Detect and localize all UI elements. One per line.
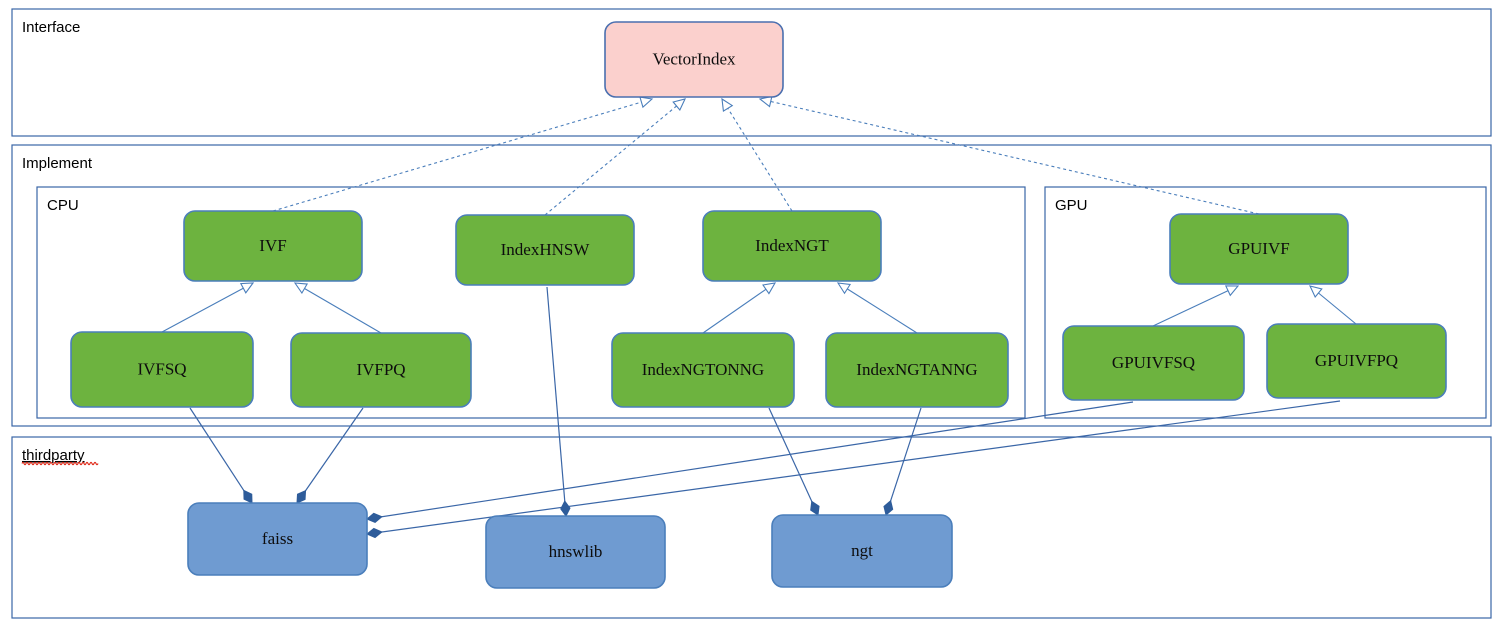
arrowhead-filled-diamond-e-hnswlib-hnsw <box>560 500 571 517</box>
arrowhead-hollow-triangle-e-ngt-vi <box>721 97 734 113</box>
container-label-implement: Implement <box>22 155 93 172</box>
node-box-indexngtonng[interactable] <box>611 332 795 408</box>
edge-e-gpq-gpuivf <box>1317 291 1357 325</box>
arrowhead-filled-diamond-e-faiss-gsq <box>366 512 383 523</box>
node-label-faiss: faiss <box>262 529 293 548</box>
node-box-indexngt[interactable] <box>702 210 882 282</box>
node-box-indexhnsw[interactable] <box>455 214 635 286</box>
edge-e-hnsw-vi <box>544 104 678 216</box>
node-box-ngt[interactable] <box>771 514 953 588</box>
arrowhead-hollow-triangle-e-ivf-vi <box>639 96 654 109</box>
edge-e-ivf-vi <box>272 101 643 212</box>
node-box-hnswlib[interactable] <box>485 515 666 589</box>
edge-e-hnswlib-hnsw <box>546 286 566 503</box>
arrowhead-hollow-triangle-e-ivfpq-ivf <box>293 282 309 295</box>
edge-e-faiss-gsq <box>380 401 1134 518</box>
container-label-interface: Interface <box>22 19 80 36</box>
edge-e-faiss-ivfpq <box>304 407 364 492</box>
spellcheck-underline-thirdparty <box>21 461 99 466</box>
container-label-gpu: GPU <box>1055 197 1088 214</box>
edge-e-gsq-gpuivf <box>1152 289 1230 327</box>
node-indexhnsw[interactable]: IndexHNSW <box>455 214 635 286</box>
node-box-vectorindex[interactable] <box>604 21 784 98</box>
node-box-indexngtanng[interactable] <box>825 332 1009 408</box>
edge-e-ngt-anng <box>889 407 922 502</box>
arrowhead-filled-diamond-e-ngt-anng <box>883 499 894 516</box>
node-faiss[interactable]: faiss <box>187 502 368 576</box>
edge-e-faiss-gpq <box>380 400 1341 533</box>
node-label-ivfpq: IVFPQ <box>356 360 405 379</box>
node-label-indexngtanng: IndexNGTANNG <box>856 360 977 379</box>
node-gpuivf[interactable]: GPUIVF <box>1169 213 1349 285</box>
node-indexngt[interactable]: IndexNGT <box>702 210 882 282</box>
node-label-ivfsq: IVFSQ <box>137 359 186 378</box>
node-label-gpuivf: GPUIVF <box>1228 239 1289 258</box>
edge-e-anng-ngt <box>846 287 918 334</box>
arrowhead-filled-diamond-e-faiss-gpq <box>366 527 383 539</box>
node-label-hnswlib: hnswlib <box>549 542 603 561</box>
edge-e-faiss-ivfsq <box>189 407 245 492</box>
node-box-ivfsq[interactable] <box>70 331 254 408</box>
node-ivf[interactable]: IVF <box>183 210 363 282</box>
node-gpuivfsq[interactable]: GPUIVFSQ <box>1062 325 1245 401</box>
node-ivfsq[interactable]: IVFSQ <box>70 331 254 408</box>
node-indexngtonng[interactable]: IndexNGTONNG <box>611 332 795 408</box>
arrowhead-hollow-triangle-e-anng-ngt <box>836 282 852 295</box>
node-hnswlib[interactable]: hnswlib <box>485 515 666 589</box>
node-box-gpuivfpq[interactable] <box>1266 323 1447 399</box>
node-ivfpq[interactable]: IVFPQ <box>290 332 472 408</box>
arrowhead-hollow-triangle-e-gsq-gpuivf <box>1224 285 1240 297</box>
arrowhead-hollow-triangle-e-gpq-gpuivf <box>1309 285 1323 299</box>
container-label-cpu: CPU <box>47 197 79 214</box>
node-label-indexngt: IndexNGT <box>755 236 829 255</box>
node-label-gpuivfsq: GPUIVFSQ <box>1112 353 1195 372</box>
node-box-ivfpq[interactable] <box>290 332 472 408</box>
node-vectorindex[interactable]: VectorIndex <box>604 21 784 98</box>
node-label-vectorindex: VectorIndex <box>652 49 736 68</box>
node-label-ngt: ngt <box>851 541 873 560</box>
edge-markers-layer <box>239 95 1323 539</box>
edge-e-ngt-vi <box>726 107 793 212</box>
node-ngt[interactable]: ngt <box>771 514 953 588</box>
node-gpuivfpq[interactable]: GPUIVFPQ <box>1266 323 1447 399</box>
node-label-gpuivfpq: GPUIVFPQ <box>1315 351 1398 370</box>
node-box-ivf[interactable] <box>183 210 363 282</box>
edge-e-ivfsq-ivf <box>161 287 245 333</box>
node-label-ivf: IVF <box>259 236 286 255</box>
container-label-thirdparty: thirdparty <box>22 447 85 464</box>
node-indexngtanng[interactable]: IndexNGTANNG <box>825 332 1009 408</box>
node-box-gpuivf[interactable] <box>1169 213 1349 285</box>
node-label-indexhnsw: IndexHNSW <box>501 240 591 259</box>
arrowhead-filled-diamond-e-ngt-onng <box>810 500 820 516</box>
arrowhead-hollow-triangle-e-ivfsq-ivf <box>239 282 255 294</box>
node-label-indexngtonng: IndexNGTONNG <box>642 360 764 379</box>
edges-layer <box>161 100 1357 533</box>
edge-e-ngt-onng <box>768 407 813 503</box>
node-box-faiss[interactable] <box>187 502 368 576</box>
edge-e-onng-ngt <box>702 288 768 334</box>
node-box-gpuivfsq[interactable] <box>1062 325 1245 401</box>
arrowhead-filled-diamond-e-faiss-ivfsq <box>243 489 253 504</box>
edge-e-ivfpq-ivf <box>303 287 382 334</box>
arrowhead-filled-diamond-e-faiss-ivfpq <box>296 489 307 504</box>
arrowhead-hollow-triangle-e-onng-ngt <box>762 282 777 295</box>
arrowhead-hollow-triangle-e-hnsw-vi <box>672 98 686 112</box>
